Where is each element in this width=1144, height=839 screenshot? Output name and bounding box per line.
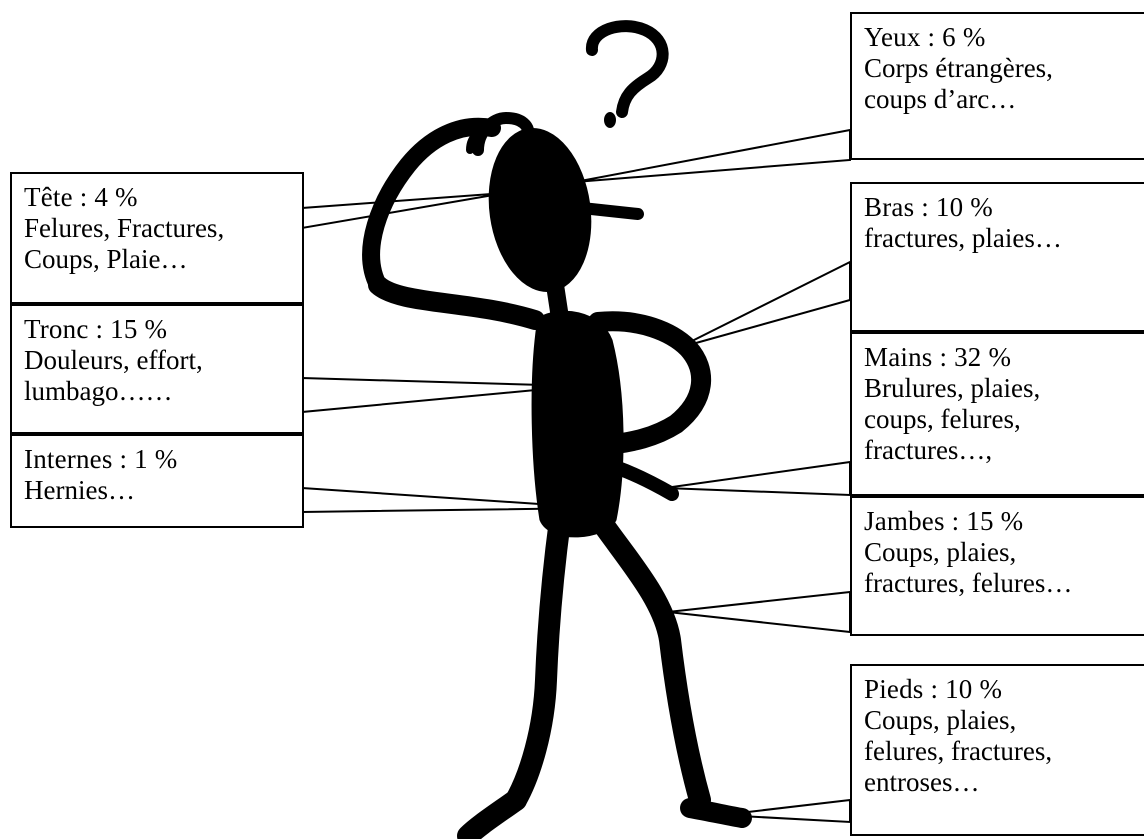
pointer-bras — [677, 260, 851, 349]
callout-yeux: Yeux : 6 % Corps étrangères, coups d’arc… — [850, 12, 1144, 160]
callout-pieds: Pieds : 10 % Coups, plaies, felures, fra… — [850, 664, 1144, 836]
callout-mains: Mains : 32 % Brulures, plaies, coups, fe… — [850, 332, 1144, 496]
callout-jambes-title: Jambes : 15 % — [864, 506, 1024, 536]
callout-jambes-line: Coups, plaies, — [864, 537, 1017, 567]
callout-yeux-line: Corps étrangères, — [864, 53, 1053, 83]
question-mark-icon — [586, 20, 669, 128]
callout-tete: Tête : 4 % Felures, Fractures, Coups, Pl… — [10, 172, 304, 304]
callout-tronc-line: Douleurs, effort, — [24, 345, 203, 375]
callout-mains-line: Brulures, plaies, — [864, 373, 1041, 403]
callout-tronc: Tronc : 15 % Douleurs, effort, lumbago…… — [10, 304, 304, 434]
callout-yeux-title: Yeux : 6 % — [864, 22, 986, 52]
callout-pointers — [301, 128, 851, 824]
callout-pieds-line: Coups, plaies, — [864, 705, 1017, 735]
callout-mains-title: Mains : 32 % — [864, 342, 1012, 372]
callout-yeux-line: coups d’arc… — [864, 84, 1017, 114]
callout-bras-line: fractures, plaies… — [864, 223, 1062, 253]
callout-tete-line: Coups, Plaie… — [24, 244, 188, 274]
callout-tronc-line: lumbago…… — [24, 376, 173, 406]
pointer-jambes — [667, 590, 851, 634]
pointer-yeux — [574, 128, 851, 183]
callout-pieds-line: entroses… — [864, 767, 980, 797]
callout-tronc-title: Tronc : 15 % — [24, 314, 168, 344]
callout-internes-line: Hernies… — [24, 475, 135, 505]
pointer-tete — [301, 192, 506, 230]
callout-pieds-line: felures, fractures, — [864, 736, 1053, 766]
callout-tete-title: Tête : 4 % — [24, 182, 138, 212]
thinking-figure-icon — [362, 112, 752, 839]
callout-internes: Internes : 1 % Hernies… — [10, 434, 304, 528]
callout-mains-line: coups, felures, — [864, 404, 1021, 434]
callout-bras-title: Bras : 10 % — [864, 192, 993, 222]
callout-jambes: Jambes : 15 % Coups, plaies, fractures, … — [850, 496, 1144, 636]
callout-bras: Bras : 10 % fractures, plaies… — [850, 182, 1144, 332]
callout-mains-line: fractures…, — [864, 435, 993, 465]
callout-internes-title: Internes : 1 % — [24, 444, 178, 474]
callout-jambes-line: fractures, felures… — [864, 568, 1073, 598]
callout-pieds-title: Pieds : 10 % — [864, 674, 1003, 704]
pointer-mains — [664, 460, 851, 497]
callout-tete-line: Felures, Fractures, — [24, 213, 225, 243]
